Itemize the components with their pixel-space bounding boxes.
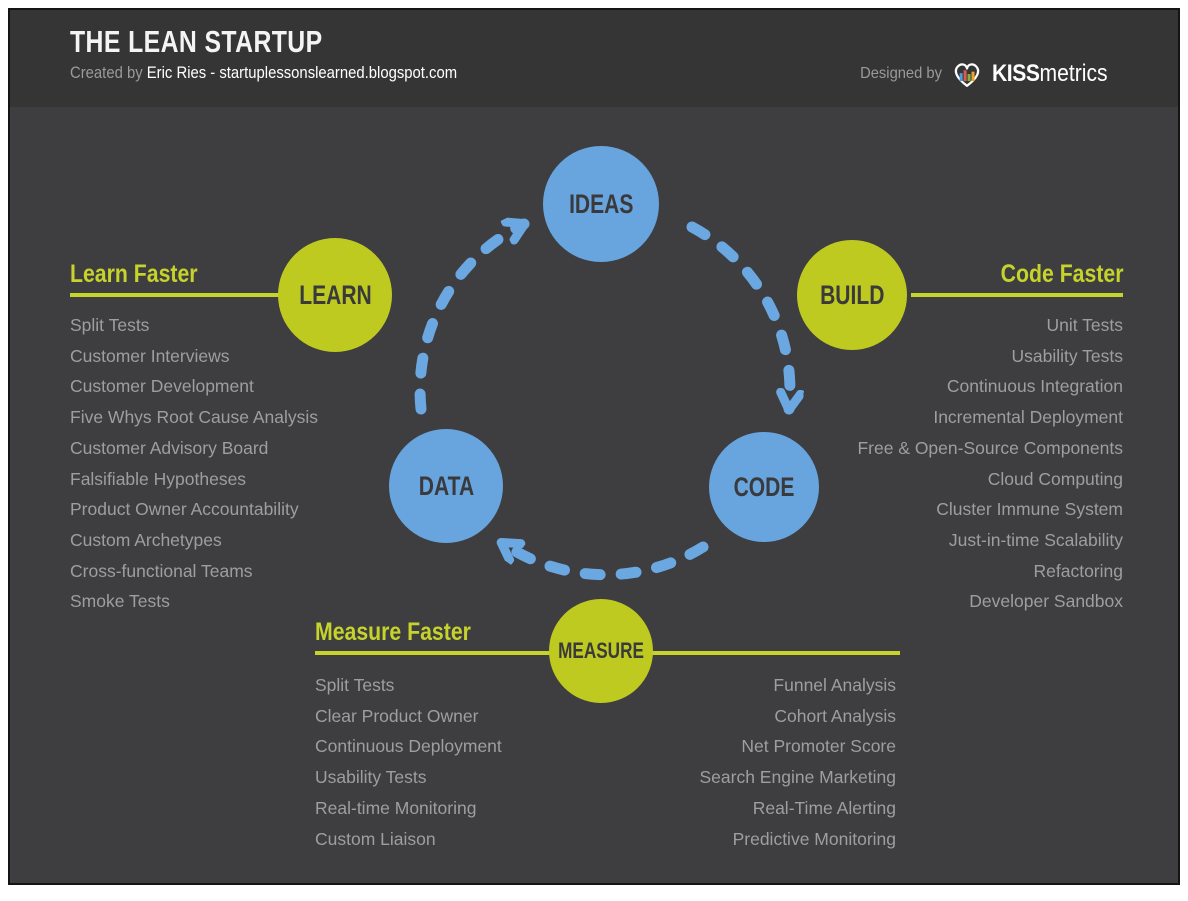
node-ideas: IDEAS xyxy=(543,146,659,262)
infographic-panel: THE LEAN STARTUP Created by Eric Ries - … xyxy=(8,8,1180,885)
list-item: Product Owner Accountability xyxy=(70,499,299,520)
list-item: Just-in-time Scalability xyxy=(948,529,1123,550)
list-item: Split Tests xyxy=(315,675,395,695)
code-section-heading: Code Faster xyxy=(1000,260,1123,288)
node-learn: LEARN xyxy=(278,238,392,352)
node-data: DATA xyxy=(389,429,503,543)
list-item: Free & Open-Source Components xyxy=(857,437,1123,458)
list-item: Five Whys Root Cause Analysis xyxy=(70,407,319,428)
list-item: Developer Sandbox xyxy=(969,591,1123,612)
measure-underline-right xyxy=(649,651,900,655)
list-item: Refactoring xyxy=(1033,560,1124,581)
arrow-ideas-to-code xyxy=(686,221,790,415)
brand-regular: metrics xyxy=(1039,60,1108,87)
node-data-label: DATA xyxy=(418,470,474,501)
node-build: BUILD xyxy=(797,240,907,350)
node-code-label: CODE xyxy=(733,471,795,502)
list-item: Search Engine Marketing xyxy=(699,767,897,788)
list-item: Falsifiable Hypotheses xyxy=(70,468,247,489)
subtitle: Created by Eric Ries - startuplessonslea… xyxy=(70,64,457,83)
list-item: Usability Tests xyxy=(1011,345,1123,366)
list-item: Usability Tests xyxy=(315,767,427,788)
brand-bold: KISS xyxy=(991,60,1040,87)
list-item: Customer Interviews xyxy=(70,345,230,366)
brand-wordmark: KISSmetrics xyxy=(992,60,1108,88)
list-item: Split Tests xyxy=(70,315,150,335)
arrow-code-to-data xyxy=(496,537,709,581)
measure-section-heading: Measure Faster xyxy=(315,618,471,646)
list-item: Cohort Analysis xyxy=(774,705,896,726)
list-item: Clear Product Owner xyxy=(315,705,479,726)
page-title: THE LEAN STARTUP xyxy=(70,24,323,59)
list-item: Cross-functional Teams xyxy=(70,560,253,581)
list-item: Predictive Monitoring xyxy=(732,828,896,849)
created-by-prefix: Created by xyxy=(70,64,147,82)
author-credit: Eric Ries - startuplessonslearned.blogsp… xyxy=(146,64,458,82)
list-item: Customer Development xyxy=(70,376,254,397)
node-ideas-label: IDEAS xyxy=(568,188,634,219)
designed-by-block: Designed by KISSmetrics xyxy=(853,56,1123,92)
list-item: Custom Liaison xyxy=(315,828,436,849)
learn-underline xyxy=(70,293,284,297)
node-measure: MEASURE xyxy=(549,599,653,703)
designed-by-prefix: Designed by xyxy=(859,65,942,82)
list-item: Customer Advisory Board xyxy=(70,437,269,458)
list-item: Unit Tests xyxy=(1046,315,1123,335)
kissmetrics-heart-chart-icon xyxy=(954,62,979,87)
node-measure-label: MEASURE xyxy=(558,638,644,663)
node-build-label: BUILD xyxy=(819,279,885,310)
code-underline xyxy=(911,293,1123,297)
node-code: CODE xyxy=(709,432,819,542)
list-item: Custom Archetypes xyxy=(70,529,222,550)
arrow-data-to-ideas xyxy=(414,224,530,415)
list-item: Cloud Computing xyxy=(987,468,1123,489)
list-item: Continuous Integration xyxy=(946,376,1123,397)
list-item: Continuous Deployment xyxy=(315,736,502,757)
list-item: Real-Time Alerting xyxy=(752,797,896,818)
node-learn-label: LEARN xyxy=(298,279,372,310)
list-item: Real-time Monitoring xyxy=(315,797,477,818)
header-bar: THE LEAN STARTUP Created by Eric Ries - … xyxy=(10,10,1178,107)
list-item: Incremental Deployment xyxy=(933,407,1123,428)
list-item: Net Promoter Score xyxy=(741,736,896,757)
learn-section-heading: Learn Faster xyxy=(70,260,198,288)
list-item: Cluster Immune System xyxy=(936,499,1123,520)
list-item: Smoke Tests xyxy=(70,591,170,612)
list-item: Funnel Analysis xyxy=(773,675,896,695)
measure-underline-left xyxy=(315,651,553,655)
